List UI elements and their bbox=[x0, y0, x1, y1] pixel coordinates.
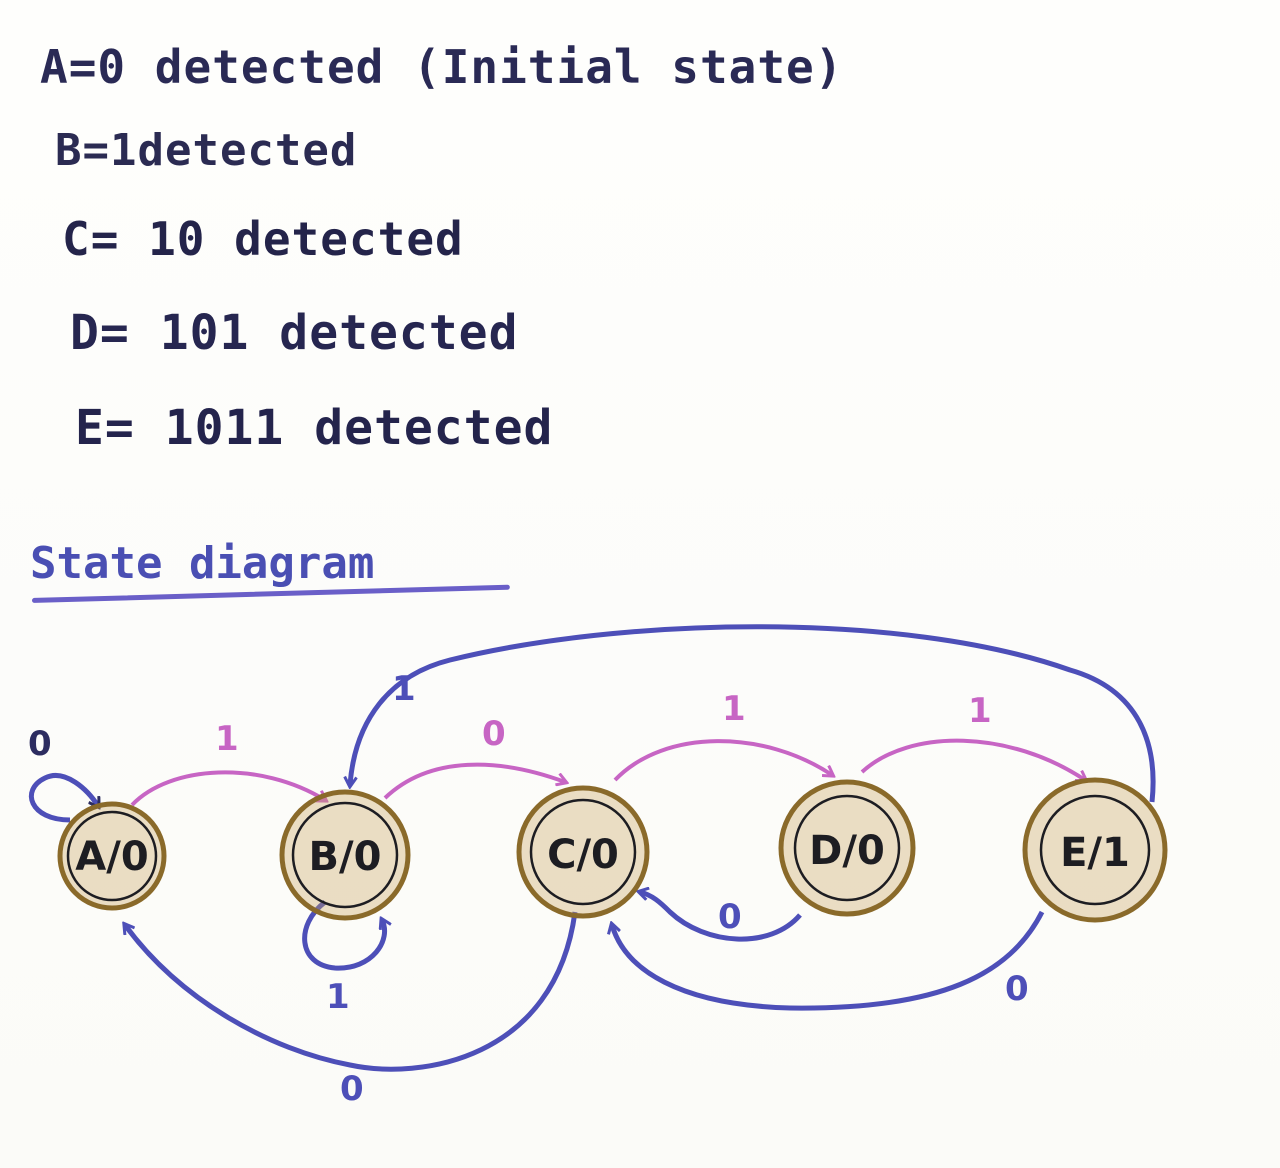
transition-e-c bbox=[612, 910, 1045, 1011]
label-c-a: 0 bbox=[340, 1069, 364, 1109]
definition-d: D= 101 detected bbox=[70, 305, 519, 361]
state-a: A/0 bbox=[57, 801, 167, 911]
transition-c-d bbox=[613, 739, 832, 782]
label-c-d: 1 bbox=[722, 689, 746, 729]
definition-a: A=0 detected (Initial state) bbox=[40, 40, 844, 94]
state-a-label: A/0 bbox=[75, 834, 148, 880]
definition-c: C= 10 detected bbox=[62, 212, 464, 266]
label-e-b: 1 bbox=[392, 669, 416, 709]
transition-a-a bbox=[28, 773, 98, 823]
transition-c-a bbox=[125, 911, 578, 1072]
label-b-c: 0 bbox=[482, 714, 506, 754]
transition-a-b bbox=[130, 770, 325, 807]
state-e: E/1 bbox=[1022, 777, 1168, 923]
diagram-title: State diagram bbox=[30, 538, 375, 589]
state-e-label: E/1 bbox=[1060, 830, 1130, 876]
transition-d-c bbox=[640, 892, 802, 942]
label-d-c: 0 bbox=[718, 897, 742, 937]
state-d: D/0 bbox=[778, 779, 916, 917]
label-e-c: 0 bbox=[1005, 969, 1029, 1009]
label-a-a: 0 bbox=[28, 724, 52, 764]
definition-b: B=1detected bbox=[55, 125, 358, 176]
label-d-e: 1 bbox=[968, 691, 992, 731]
transition-e-b bbox=[350, 624, 1156, 803]
label-a-b: 1 bbox=[215, 719, 239, 759]
transition-b-c bbox=[383, 762, 565, 800]
state-d-label: D/0 bbox=[809, 828, 885, 874]
state-b-label: B/0 bbox=[309, 834, 382, 880]
definition-e: E= 1011 detected bbox=[75, 400, 554, 456]
state-b: B/0 bbox=[279, 789, 411, 921]
state-c: C/0 bbox=[516, 785, 650, 919]
label-b-b: 1 bbox=[326, 977, 350, 1017]
transition-d-e bbox=[860, 738, 1085, 780]
state-c-label: C/0 bbox=[547, 832, 619, 878]
transition-b-b bbox=[302, 900, 385, 971]
